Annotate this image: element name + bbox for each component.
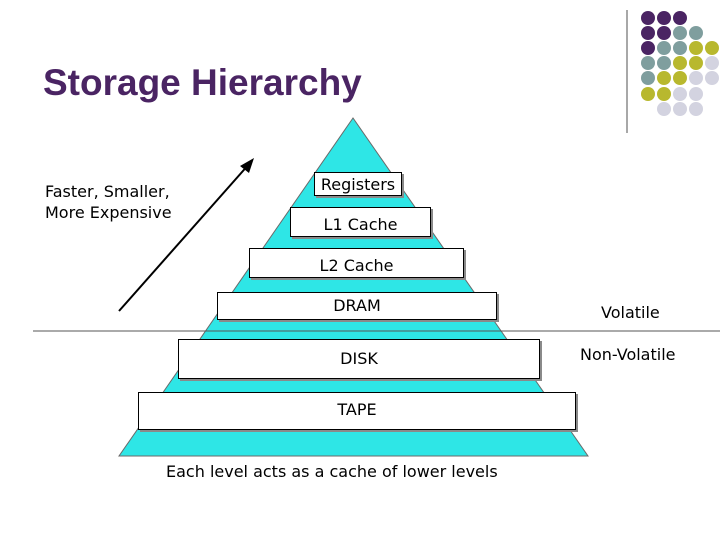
decorative-dot-grid [641,11,719,116]
speed-arrow-shaft [118,162,251,312]
level-dram: DRAM [217,292,497,320]
speed-arrow-head [240,158,254,173]
level-registers: Registers [314,172,402,196]
speed-cost-label: Faster, Smaller, More Expensive [45,181,172,223]
speed-cost-label-line-2: More Expensive [45,203,172,222]
caption: Each level acts as a cache of lower leve… [166,462,498,481]
volatile-label: Volatile [601,303,660,322]
slide-title: Storage Hierarchy [43,62,362,103]
level-tape: TAPE [138,392,576,430]
level-l1-cache: L1 Cache [290,207,431,237]
level-disk: DISK [178,339,540,379]
level-l2-cache: L2 Cache [249,248,464,278]
speed-cost-label-line-1: Faster, Smaller, [45,182,170,201]
nonvolatile-label: Non-Volatile [580,345,676,364]
